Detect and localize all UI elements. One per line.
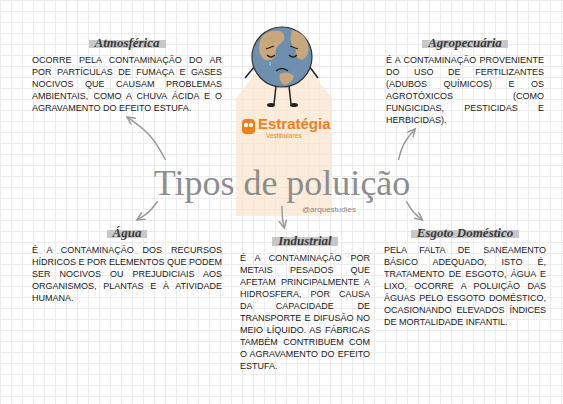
heading-row: Industrial [240, 231, 370, 249]
heading-row: Atmosférica [32, 33, 222, 51]
globe-leg [274, 86, 276, 104]
category-description: É A CONTAMINAÇÃO DOS RECURSOS HÍDRICOS E… [32, 244, 222, 304]
brand-subtitle: Vestibulares [266, 132, 301, 139]
category-description: PELA FALTA DE SANEAMENTO BÁSICO ADEQUADO… [384, 244, 546, 328]
owl-eye [244, 123, 248, 127]
category-heading: Água [107, 225, 148, 240]
category-heading: Industrial [272, 233, 337, 248]
connector-arrow [127, 117, 166, 160]
connector-arrow [137, 201, 158, 220]
globe-leg [289, 86, 291, 104]
globe-land [280, 72, 295, 85]
category-description: É A CONTAMINAÇÃO POR METAIS PESADOS QUE … [240, 252, 370, 372]
heading-row: Agropecuária [386, 33, 544, 51]
brand-name: Estratégia [258, 115, 331, 132]
globe-foot [267, 103, 275, 107]
watermark: @arquestudies [302, 205, 356, 214]
category-heading: Esgoto Doméstico [411, 225, 519, 240]
heading-row: Esgoto Doméstico [384, 223, 546, 241]
globe-tear [269, 60, 272, 67]
category-description: É A CONTAMINAÇÃO PROVENIENTE DO USO DE F… [386, 54, 544, 126]
globe-eye [289, 55, 297, 57]
globe-foot [290, 103, 298, 107]
diagram-title: Tipos de poluição [154, 163, 411, 203]
heading-row: Água [32, 223, 222, 241]
connector-arrow [398, 129, 415, 160]
connector-arrow [282, 206, 284, 228]
globe-brow [290, 46, 298, 49]
category-heading: Atmosférica [89, 35, 166, 50]
category-box: Esgoto DomésticoPELA FALTA DE SANEAMENTO… [380, 220, 550, 331]
central-title: Tipos de poluição [150, 160, 415, 206]
owl-logo [242, 119, 255, 134]
globe [252, 27, 312, 87]
category-box: Água É A CONTAMINAÇÃO DOS RECURSOS HÍDRIC… [28, 220, 226, 307]
category-box: Industrial É A CONTAMINAÇÃO POR METAIS PE… [236, 228, 374, 375]
category-heading: Agropecuária [422, 35, 508, 50]
category-box: Agropecuária É A CONTAMINAÇÃO PROVENIENTE… [382, 30, 548, 129]
category-description: OCORRE PELA CONTAMINAÇÃO DO AR POR PARTÍ… [32, 54, 222, 114]
globe-mouth [276, 69, 288, 72]
globe-land [291, 30, 309, 60]
globe-land [259, 31, 285, 61]
globe-eye [267, 55, 275, 57]
category-box: AtmosféricaOCORRE PELA CONTAMINAÇÃO DO A… [28, 30, 226, 117]
globe-brow [266, 46, 274, 49]
connector-arrow [406, 201, 422, 220]
owl-eye [249, 123, 253, 127]
